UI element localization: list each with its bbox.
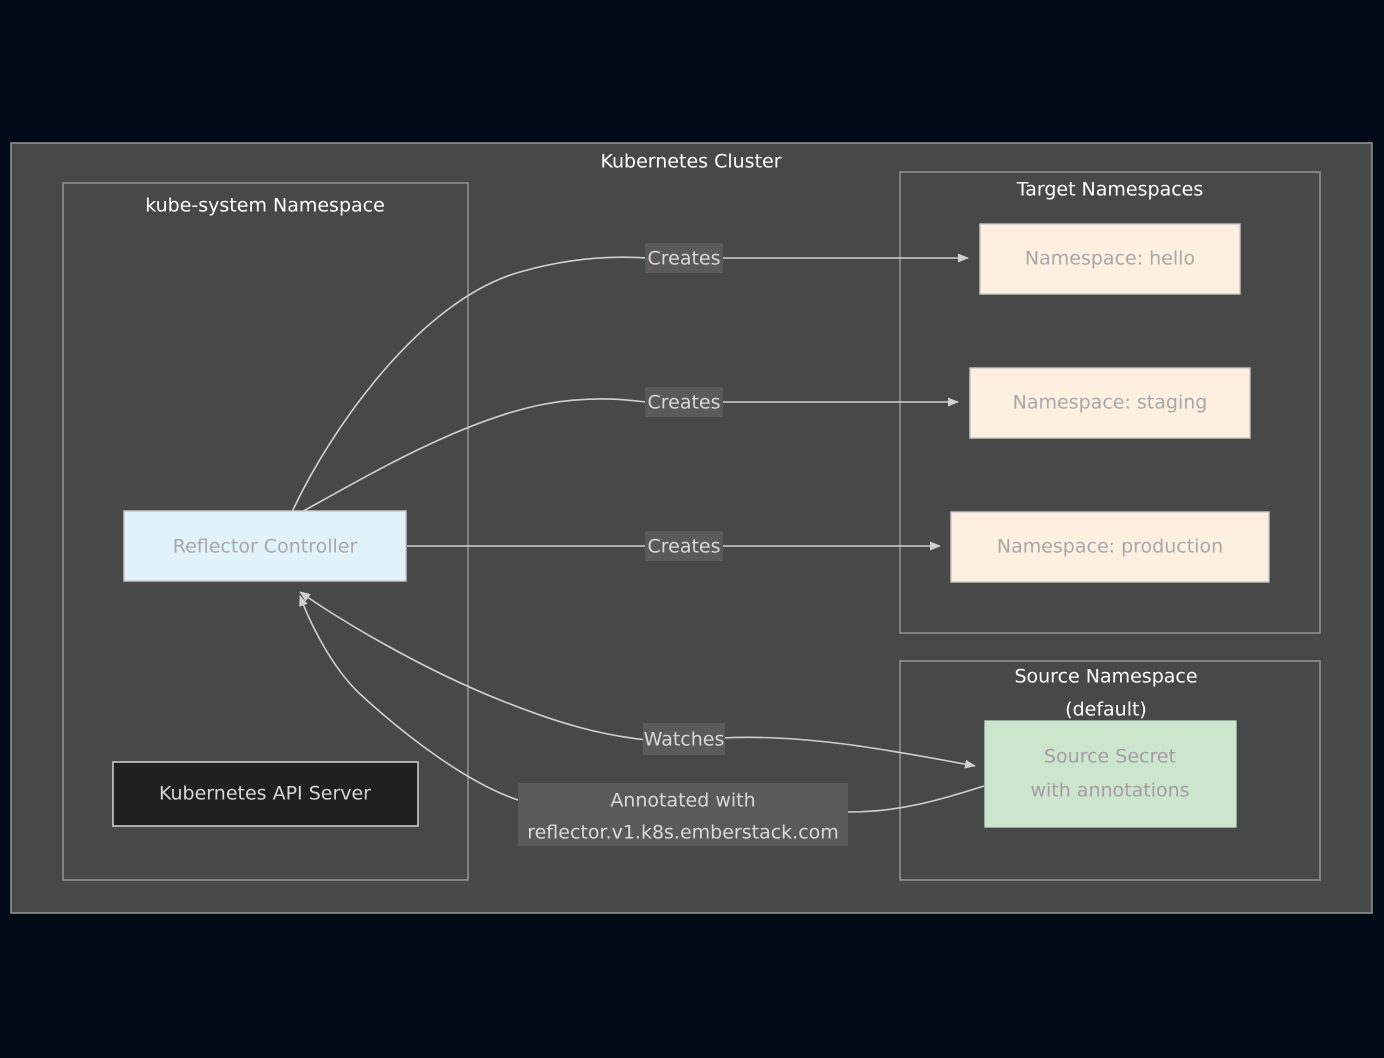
kubernetes-cluster-title: Kubernetes Cluster (600, 151, 781, 173)
edge-label-watches-bg (643, 723, 725, 755)
edge-label-creates-staging: Creates (645, 387, 723, 417)
edge-label-creates-hello-text: Creates (647, 248, 720, 270)
namespace-production-box[interactable] (950, 511, 1270, 583)
namespace-staging-box[interactable] (969, 367, 1251, 439)
node-source-secret[interactable]: Source Secret with annotations (984, 720, 1237, 828)
edge-label-annotated-bg (518, 783, 848, 846)
node-namespace-hello[interactable]: Namespace: hello (979, 223, 1241, 295)
edge-label-watches-text: Watches (644, 729, 725, 751)
namespace-staging-label: Namespace: staging (1013, 392, 1208, 414)
source-secret-box[interactable] (984, 720, 1237, 828)
edge-label-creates-production: Creates (645, 531, 723, 561)
source-namespace-title-line2: (default) (1065, 699, 1147, 721)
edge-label-creates-hello-bg (645, 243, 723, 273)
edge-creates-hello (291, 256, 648, 513)
node-namespace-production[interactable]: Namespace: production (950, 511, 1270, 583)
edge-annotated-into-controller (299, 595, 519, 801)
edge-label-creates-staging-text: Creates (647, 392, 720, 414)
edge-label-annotated: Annotated with reflector.v1.k8s.embersta… (518, 783, 848, 846)
reflector-controller-box[interactable] (123, 510, 407, 582)
namespace-production-label: Namespace: production (997, 536, 1223, 558)
edge-label-watches: Watches (643, 723, 725, 755)
api-server-box[interactable] (112, 761, 419, 827)
node-reflector-controller[interactable]: Reflector Controller (123, 510, 407, 582)
edge-annotated-to-secret (847, 785, 985, 813)
api-server-label: Kubernetes API Server (159, 783, 371, 805)
edge-label-annotated-text-line2: reflector.v1.k8s.emberstack.com (527, 822, 839, 844)
reflector-controller-label: Reflector Controller (173, 536, 358, 558)
edge-label-creates-staging-bg (645, 387, 723, 417)
edge-watches-to-secret (721, 736, 976, 769)
namespace-hello-box[interactable] (979, 223, 1241, 295)
namespace-hello-label: Namespace: hello (1025, 248, 1195, 270)
edge-label-creates-hello: Creates (645, 243, 723, 273)
edge-label-creates-production-bg (645, 531, 723, 561)
kube-system-namespace-title: kube-system Namespace (145, 195, 385, 217)
edge-label-annotated-text-line1: Annotated with (610, 790, 755, 812)
source-namespace-title-line1: Source Namespace (1014, 666, 1197, 688)
edge-watches-into-controller (299, 591, 648, 741)
node-api-server[interactable]: Kubernetes API Server (112, 761, 419, 827)
source-secret-label-line1: Source Secret (1044, 746, 1176, 768)
edge-creates-staging (297, 398, 648, 515)
source-secret-label-line2: with annotations (1030, 780, 1189, 802)
edge-label-creates-production-text: Creates (647, 536, 720, 558)
node-namespace-staging[interactable]: Namespace: staging (969, 367, 1251, 439)
target-namespaces-title: Target Namespaces (1016, 179, 1204, 201)
